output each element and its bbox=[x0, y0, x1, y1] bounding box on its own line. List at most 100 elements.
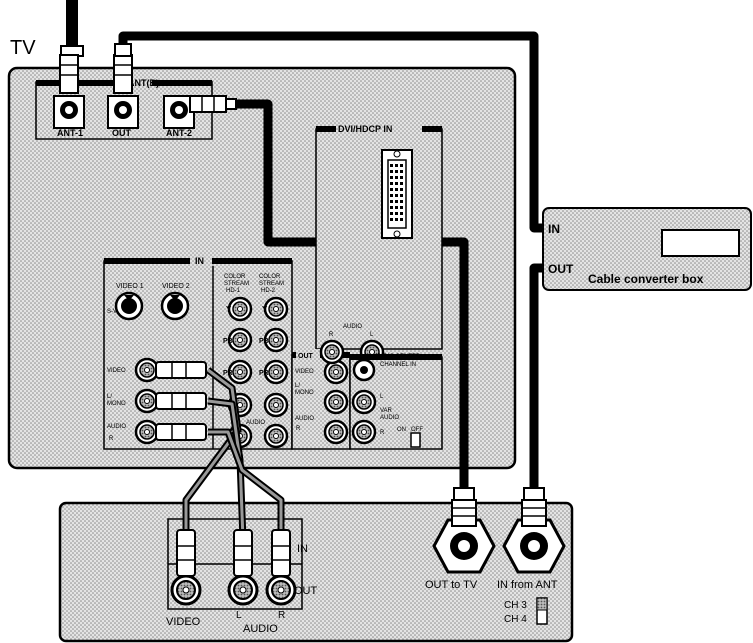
cablebox-out-to-vcr-cable bbox=[529, 263, 546, 490]
tv-label: TV bbox=[10, 37, 36, 59]
vcr-in-label: IN bbox=[297, 543, 308, 555]
video2-label: VIDEO 2 bbox=[162, 283, 190, 290]
antenna-terminal-group: ANT(B) ANT-1 OUT ANT-2 bbox=[35, 78, 213, 140]
av-cables bbox=[182, 367, 285, 541]
out-r-label: R bbox=[296, 426, 301, 432]
dvi-audio-label: AUDIO bbox=[343, 324, 362, 330]
antenna-input-cable bbox=[60, 0, 84, 57]
in-header: IN bbox=[195, 256, 204, 266]
hd2-line1: COLOR bbox=[259, 274, 281, 280]
vcr-out-label: OUT bbox=[294, 585, 318, 597]
out-lmono-2: MONO bbox=[295, 390, 314, 396]
var-l: L bbox=[380, 394, 384, 400]
var-audio-l-jack bbox=[351, 389, 377, 415]
y-label-1: Y bbox=[226, 305, 232, 314]
in-from-ant-label: IN from ANT bbox=[497, 579, 558, 591]
dvi-l-label: L bbox=[370, 332, 374, 338]
input-section: IN VIDEO 1 VIDEO 2 S-VIDEO COLOR STREAM … bbox=[103, 254, 293, 450]
output-section: OUT VIDEO L/ MONO AUDIO R AUDIO R L AUDI… bbox=[291, 324, 443, 450]
hd2-r-jack bbox=[263, 423, 289, 449]
tv-r-in-jack bbox=[134, 419, 160, 445]
ant2-label: ANT-2 bbox=[166, 128, 192, 138]
tv-out-to-cablebox-cable bbox=[118, 31, 546, 233]
vcr-in-from-ant-jack bbox=[502, 518, 566, 574]
r-label: R bbox=[109, 436, 114, 442]
dvi-header: DVI/HDCP IN bbox=[338, 124, 392, 134]
audio-label-hd: AUDIO bbox=[246, 420, 265, 426]
video1-label: VIDEO 1 bbox=[116, 283, 144, 290]
lmono-label-2: MONO bbox=[107, 401, 126, 407]
cablebox-display bbox=[661, 229, 740, 257]
y-label-2: Y bbox=[262, 305, 268, 314]
var-r: R bbox=[380, 430, 385, 436]
hd2-line3: HD-2 bbox=[261, 288, 276, 294]
ch3-label: CH 3 bbox=[504, 600, 527, 611]
audio-center-1: AUDIO CENTER bbox=[375, 354, 421, 360]
dvi-audio-r-jack bbox=[319, 339, 345, 365]
out-header: OUT bbox=[298, 353, 314, 360]
pr-label-2: PR bbox=[259, 370, 269, 377]
svideo1-jack bbox=[114, 291, 144, 321]
vcr-in-from-ant-connector bbox=[521, 487, 547, 527]
ant1-connector bbox=[59, 54, 79, 94]
audio-center-2: CHANNEL IN bbox=[380, 362, 416, 368]
hd1-line2: STREAM bbox=[224, 281, 249, 287]
ch4-label: CH 4 bbox=[504, 614, 527, 625]
cablebox-title: Cable converter box bbox=[588, 272, 704, 286]
hd2-y-jack bbox=[263, 296, 289, 322]
lmono-label-1: L/ bbox=[107, 394, 112, 400]
hd2-label: COLOR STREAM HD-2 bbox=[259, 274, 284, 294]
out-l-jack bbox=[323, 389, 349, 415]
on-label: ON bbox=[397, 427, 406, 433]
off-label: OFF bbox=[411, 427, 423, 433]
var-audio-2: AUDIO bbox=[380, 415, 399, 421]
ant-out-label: OUT bbox=[112, 128, 132, 138]
vcr-out-to-tv-jack bbox=[432, 518, 496, 574]
out-connector bbox=[113, 54, 133, 94]
cablebox-out-label: OUT bbox=[548, 262, 574, 276]
ant1-label: ANT-1 bbox=[57, 128, 83, 138]
tv-rca-plugs bbox=[134, 357, 207, 445]
vcr-audio-label: AUDIO bbox=[243, 623, 278, 635]
vcr-panel: IN OUT VIDEO L R AUDIO OUT to TV IN from… bbox=[58, 501, 574, 643]
out-video-label: VIDEO bbox=[295, 369, 314, 375]
out-video-jack bbox=[323, 359, 349, 385]
hd1-y-jack bbox=[227, 296, 253, 322]
hd2-line2: STREAM bbox=[259, 281, 284, 287]
hd1-label: COLOR STREAM HD-1 bbox=[224, 274, 249, 294]
tv-l-in-jack bbox=[134, 388, 160, 414]
svideo2-jack bbox=[160, 291, 190, 321]
var-audio-1: VAR bbox=[380, 408, 393, 414]
tv-video-in-jack bbox=[134, 357, 160, 383]
dvi-section: DVI/HDCP IN bbox=[315, 122, 443, 350]
out-r-jack bbox=[323, 419, 349, 445]
vcr-video-label: VIDEO bbox=[166, 616, 201, 628]
cablebox-in-label: IN bbox=[548, 222, 560, 236]
vcr-out-to-tv-connector bbox=[451, 487, 477, 527]
video-label: VIDEO bbox=[107, 368, 126, 374]
out-to-tv-label: OUT to TV bbox=[425, 579, 478, 591]
pr-label-1: PR bbox=[223, 370, 233, 377]
cable-converter-box: IN OUT Cable converter box bbox=[542, 207, 752, 291]
vcr-video-out-jack bbox=[170, 574, 202, 606]
hd2-l-jack bbox=[263, 392, 289, 418]
pb-label-1: PB bbox=[223, 338, 233, 345]
ant2-connector bbox=[189, 95, 237, 113]
ant-group-label: ANT(B) bbox=[128, 78, 159, 88]
vcr-l-out-jack bbox=[227, 574, 259, 606]
pb-label-2: PB bbox=[259, 338, 269, 345]
ant2-to-vcr-cable bbox=[234, 99, 469, 490]
var-audio-switch bbox=[410, 432, 421, 448]
vcr-r-out-jack bbox=[265, 574, 297, 606]
hd1-line3: HD-1 bbox=[226, 288, 241, 294]
var-audio-r-jack bbox=[351, 419, 377, 445]
hd1-line1: COLOR bbox=[224, 274, 246, 280]
audio-label: AUDIO bbox=[107, 424, 126, 430]
dvi-r-label: R bbox=[329, 332, 334, 338]
audio-center-jack bbox=[352, 358, 376, 382]
out-audio-label: AUDIO bbox=[295, 416, 314, 422]
vcr-l-label: L bbox=[236, 610, 242, 621]
vcr-r-label: R bbox=[278, 610, 285, 621]
out-lmono-1: L/ bbox=[295, 383, 300, 389]
